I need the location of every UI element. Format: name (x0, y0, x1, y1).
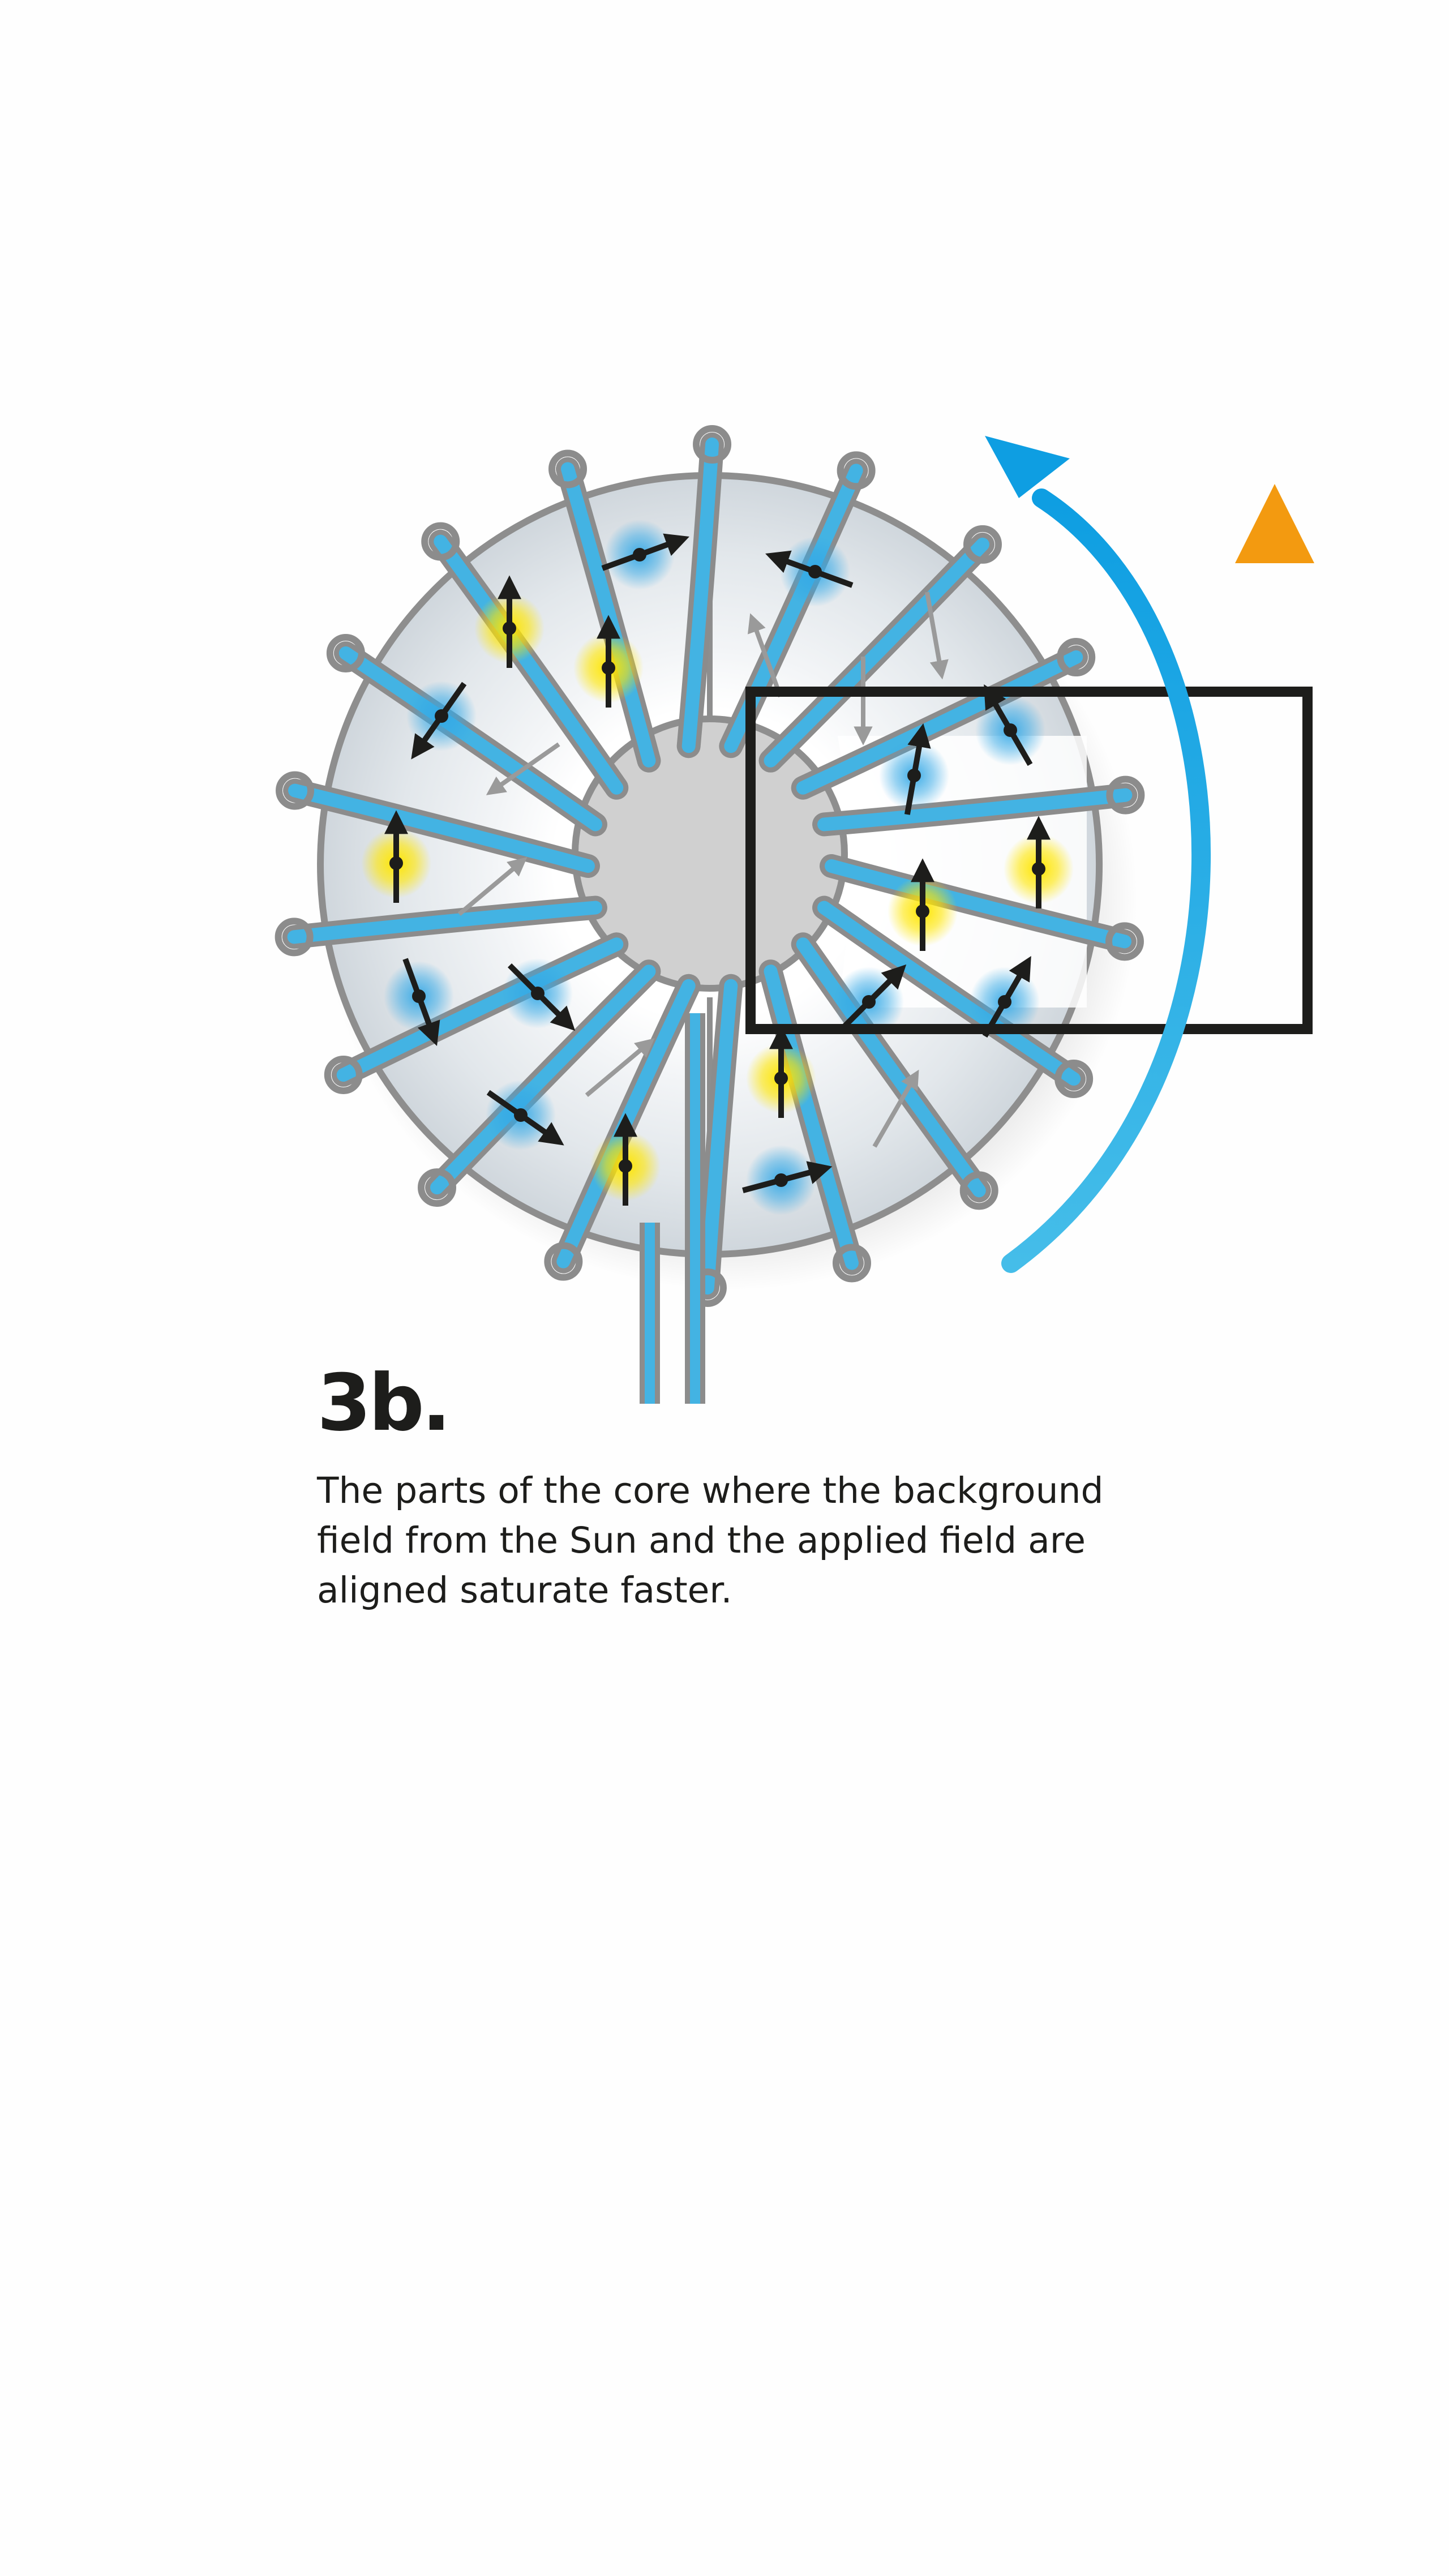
caption-text: The parts of the core where the backgrou… (317, 1470, 1104, 1611)
winding-turn (336, 937, 624, 1082)
magnetic-domain-arrow-icon (614, 1113, 637, 1206)
straight-arrow-icon (1235, 484, 1314, 1239)
lead-wires (640, 1013, 705, 1404)
magnetic-domain-arrow-icon (872, 1069, 919, 1148)
winding-turn (796, 650, 1083, 795)
winding-turn (817, 901, 1081, 1086)
caption-title: 3b. (317, 1357, 451, 1448)
winding-loop (1105, 922, 1144, 961)
magnetic-domain-arrow-icon (402, 958, 440, 1046)
magnetic-domain-arrow-icon (904, 723, 931, 815)
magnetic-domain-arrow-icon (411, 681, 467, 760)
magnetic-domain-arrow-icon (747, 613, 783, 698)
winding-turn (681, 438, 719, 753)
toroid-diagram (275, 425, 1314, 1404)
winding-turn (434, 534, 624, 795)
magnetic-domain-arrow-icon (924, 592, 949, 680)
winding-loop (324, 1055, 363, 1094)
magnetic-domain-arrow-icon (984, 684, 1033, 766)
magnetic-domain-arrow-icon (911, 858, 934, 951)
winding-loop (421, 522, 460, 561)
winding-loop (1057, 638, 1096, 677)
winding-loop (275, 918, 314, 957)
winding-loop (837, 451, 876, 490)
winding-turn (338, 646, 602, 831)
coil-windings (275, 425, 1145, 1307)
winding-turn (288, 783, 595, 873)
winding-turn (764, 965, 859, 1270)
magnetic-domain-arrow-icon (486, 742, 560, 795)
magnetic-domain-arrow-icon (507, 963, 576, 1031)
winding-loop (959, 1171, 998, 1210)
curved-arrow-icon (985, 436, 1211, 1273)
winding-loop (418, 1168, 457, 1207)
winding-loop (963, 525, 1002, 564)
winding-turn (764, 537, 989, 768)
winding-loop (276, 771, 315, 810)
winding-loop (1106, 775, 1145, 815)
magnetic-domain-arrow-icon (1027, 816, 1051, 908)
winding-loop (544, 1242, 583, 1281)
magnetic-domains (384, 533, 1051, 1206)
magnetic-domain-arrow-icon (585, 1038, 655, 1098)
winding-loop (548, 449, 588, 488)
magnetic-domain-arrow-icon (457, 857, 528, 916)
winding-loop (693, 425, 732, 464)
magnetic-domain-arrow-icon (742, 1161, 833, 1193)
winding-loop (1054, 1060, 1094, 1099)
winding-turn (825, 859, 1131, 949)
winding-turn (287, 901, 602, 944)
winding-turn (430, 965, 656, 1195)
winding-turn (796, 937, 986, 1198)
magnetic-domain-arrow-icon (498, 575, 521, 668)
magnetic-domain-arrow-icon (384, 810, 408, 903)
magnetic-domain-arrow-icon (769, 1025, 793, 1118)
winding-loop (326, 633, 365, 672)
magnetic-domain-arrow-icon (765, 550, 854, 588)
winding-loop (832, 1244, 871, 1283)
magnetic-domain-arrow-icon (838, 964, 907, 1032)
winding-turn (700, 979, 738, 1295)
magnetic-domain-arrow-icon (486, 1090, 564, 1146)
highlight-box (745, 687, 1313, 1034)
magnetic-domain-arrow-icon (601, 533, 689, 571)
winding-turn (817, 788, 1133, 831)
magnetic-domain-arrow-icon (597, 615, 620, 708)
